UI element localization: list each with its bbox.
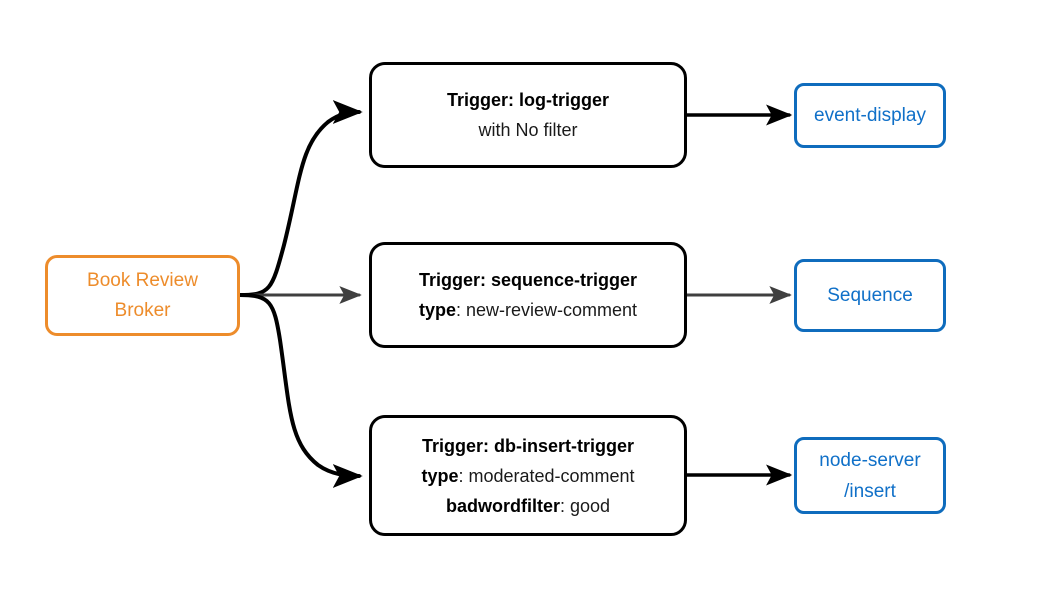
edge-broker-to-log-trigger	[238, 100, 363, 297]
sink-sequence-label: Sequence	[827, 285, 913, 306]
trigger-log-line1: Trigger: log-trigger	[447, 85, 609, 115]
trigger-log-line1-value: log-trigger	[519, 90, 610, 110]
trigger-db-line2: type: moderated-comment	[421, 461, 634, 491]
trigger-sequence-line2: type: new-review-comment	[419, 295, 637, 325]
node-sink-node-server-insert[interactable]: node-server /insert	[794, 437, 946, 514]
node-trigger-sequence-trigger[interactable]: Trigger: sequence-trigger type: new-revi…	[369, 242, 687, 348]
broker-label-line1: Book Review	[87, 269, 198, 291]
edge-broker-to-db-insert-trigger	[238, 293, 363, 488]
trigger-sequence-line1-label: Trigger:	[418, 270, 486, 290]
trigger-sequence-line2-value: : new-review-comment	[455, 300, 638, 320]
trigger-db-line3-label: badwordfilter	[445, 495, 560, 516]
trigger-db-line1-value: db-insert-trigger	[494, 435, 635, 456]
trigger-db-line3-value: : good	[559, 495, 611, 516]
trigger-log-line2: with No filter	[478, 115, 577, 145]
sink-node-server-label-line2: /insert	[844, 480, 896, 502]
sink-event-display-label: event-display	[814, 105, 926, 126]
node-sink-sequence[interactable]: Sequence	[794, 259, 946, 332]
sink-node-server-label-line1: node-server	[819, 449, 921, 471]
broker-label-line2: Broker	[114, 299, 171, 321]
trigger-db-line1: Trigger: db-insert-trigger	[422, 431, 634, 461]
trigger-log-line1-label: Trigger:	[446, 90, 514, 110]
node-book-review-broker[interactable]: Book Review Broker	[45, 255, 240, 336]
node-trigger-db-insert-trigger[interactable]: Trigger: db-insert-trigger type: moderat…	[369, 415, 687, 536]
node-sink-event-display[interactable]: event-display	[794, 83, 946, 148]
node-trigger-log-trigger[interactable]: Trigger: log-trigger with No filter	[369, 62, 687, 168]
trigger-sequence-line1-value: sequence-trigger	[490, 270, 638, 290]
trigger-db-line1-label: Trigger:	[421, 435, 489, 456]
trigger-db-line3: badwordfilter: good	[446, 491, 610, 521]
trigger-log-line2-label: with No filter	[478, 120, 578, 140]
trigger-db-line2-value: : moderated-comment	[458, 465, 635, 486]
trigger-sequence-line2-label: type	[418, 300, 456, 320]
trigger-sequence-line1: Trigger: sequence-trigger	[419, 265, 637, 295]
trigger-db-line2-label: type	[421, 465, 459, 486]
